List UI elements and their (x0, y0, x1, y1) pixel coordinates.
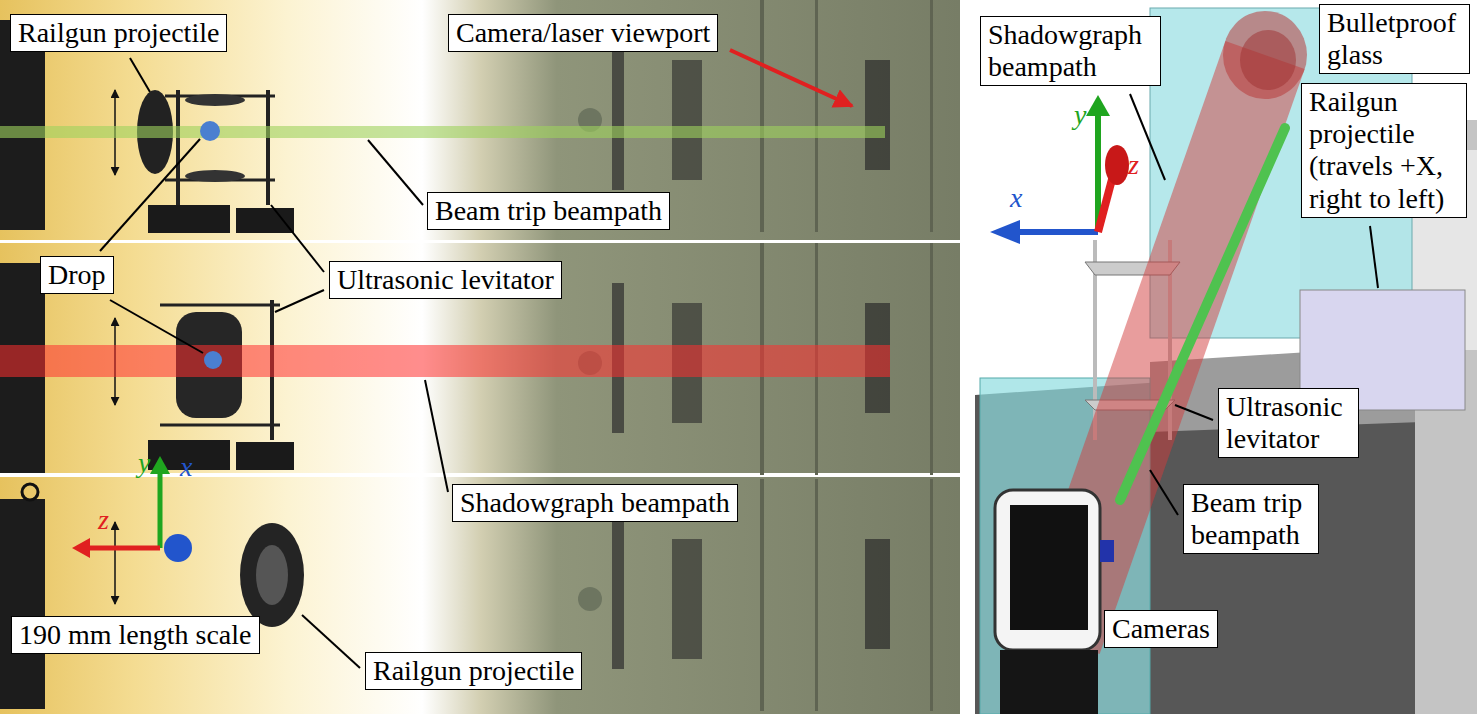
camera-face (1010, 505, 1088, 630)
callout-text: Cameras (1112, 613, 1210, 645)
callout-text: Ultrasonic levitator (1226, 391, 1351, 455)
levitator-rod (266, 90, 270, 205)
shadowgraph-beam (0, 345, 890, 377)
leader-line (368, 140, 423, 205)
callout-text: 190 mm length scale (19, 619, 252, 651)
leader-line (302, 615, 360, 668)
transducer (185, 170, 245, 182)
wall-detail (0, 243, 933, 475)
leader-line (1370, 226, 1378, 288)
callout-text: Ultrasonic levitator (337, 264, 554, 296)
beam-trip-beam (0, 126, 885, 138)
callout-text: Railgun projectile (travels +X, right to… (1309, 86, 1459, 215)
leader-line (275, 290, 324, 312)
axis-label: y (138, 448, 150, 479)
viewport-arrow (730, 50, 852, 106)
leader-line (425, 380, 448, 492)
transducer (185, 94, 245, 106)
leader-line (100, 139, 200, 251)
axis-label: x (1010, 183, 1022, 214)
leader-line (271, 205, 324, 272)
callout-box: Ultrasonic levitator (329, 261, 562, 299)
camera-lens (1100, 540, 1114, 562)
callout-box: Cameras (1104, 610, 1218, 648)
post-ring (22, 484, 38, 500)
photo-strip (0, 477, 960, 714)
render-background (968, 0, 1477, 714)
callout-text: Shadowgraph beampath (460, 487, 730, 519)
drop-marker (204, 351, 222, 369)
axis-x (1018, 229, 1098, 235)
callout-box: Beam trip beampath (1183, 484, 1319, 554)
drop-marker (200, 121, 220, 141)
callout-text: Shadowgraph beampath (988, 19, 1153, 83)
wall-detail (0, 479, 933, 711)
camera-base (1000, 650, 1098, 714)
axis-label: y (1074, 100, 1086, 131)
axis-x (164, 534, 192, 562)
leader-line (1150, 470, 1178, 515)
callout-box: Camera/laser viewport (448, 14, 718, 52)
levitator-rod (176, 90, 180, 210)
levitator-base (236, 208, 294, 233)
leader-line (1175, 405, 1213, 420)
scale-arrow (114, 522, 116, 604)
railgun-projectile (240, 523, 304, 627)
axis-head (1086, 95, 1110, 116)
axis-head (72, 538, 90, 558)
camera-body (995, 490, 1100, 650)
levitator-base (236, 442, 294, 470)
callout-text: Beam trip beampath (435, 195, 662, 227)
axis-label: z (98, 505, 109, 536)
axis-label: z (1128, 150, 1139, 181)
levitator-base (148, 205, 230, 233)
callout-box: Railgun projectile (travels +X, right to… (1301, 83, 1467, 218)
callout-text: Bulletproof glass (1327, 7, 1462, 71)
callout-box: Railgun projectile (365, 652, 582, 690)
callout-text: Beam trip beampath (1191, 487, 1311, 551)
callout-text: Railgun projectile (18, 17, 219, 49)
callout-text: Camera/laser viewport (456, 17, 710, 49)
wall-detail (0, 0, 933, 232)
callout-box: Shadowgraph beampath (980, 16, 1161, 86)
callout-text: Railgun projectile (373, 655, 574, 687)
axis-head (990, 220, 1020, 244)
leader-line (110, 300, 203, 353)
callout-text: Drop (48, 259, 106, 291)
callout-box: Ultrasonic levitator (1218, 388, 1359, 458)
axis-y (158, 470, 163, 548)
callout-box: Beam trip beampath (427, 192, 670, 230)
axis-label: x (180, 452, 192, 483)
axis-z (88, 546, 160, 551)
photo-strip (0, 0, 960, 240)
beam-end (1240, 30, 1296, 90)
leader-lines (100, 58, 1378, 668)
callout-box: Bulletproof glass (1319, 4, 1470, 74)
levitator-bar (160, 424, 280, 427)
callout-box: Drop (40, 256, 114, 294)
callout-box: Shadowgraph beampath (452, 484, 738, 522)
axis-head (150, 456, 170, 474)
leader-line (130, 58, 150, 92)
projectile-face (256, 545, 288, 605)
beam-end (1223, 11, 1307, 99)
axis-head (1105, 145, 1129, 185)
callout-box: Railgun projectile (10, 14, 227, 52)
levitator-bar (160, 304, 280, 307)
callout-box: 190 mm length scale (11, 616, 260, 654)
